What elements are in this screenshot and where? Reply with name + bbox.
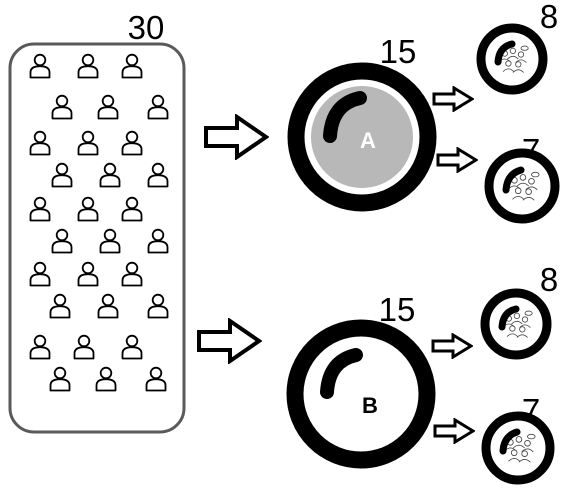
group-b-glare-icon bbox=[320, 348, 363, 399]
group-a-outcome-1-glare-icon bbox=[494, 40, 516, 66]
group-a-outcome-1: 8 bbox=[476, 0, 558, 95]
population-count-label: 30 bbox=[128, 9, 165, 46]
group-b-letter: B bbox=[362, 393, 378, 418]
group-a-glare-icon bbox=[323, 91, 367, 143]
population-outline bbox=[8, 42, 186, 434]
group-a-outcome-2-dish bbox=[484, 148, 560, 224]
group-b-outcome-1-dish bbox=[480, 288, 552, 360]
arrow-to-group-a-icon bbox=[204, 115, 268, 159]
group-a: 15 A bbox=[287, 33, 437, 212]
group-b-outcome-1-glare-icon bbox=[498, 305, 520, 331]
group-b-outcome-2: 7 bbox=[481, 392, 555, 485]
group-b-outcome-2-dish bbox=[481, 411, 555, 485]
arrow-to-group-b-icon bbox=[197, 319, 261, 363]
group-b-outcome-2-glare-icon bbox=[499, 428, 521, 455]
group-a-count-label: 15 bbox=[380, 33, 417, 70]
group-a-outcome-2: 7 bbox=[484, 132, 560, 224]
arrow-b-to-outcome-2-icon bbox=[433, 418, 475, 444]
arrow-b-to-outcome-1-icon bbox=[431, 333, 473, 359]
arrow-a-to-outcome-1-icon bbox=[432, 86, 474, 112]
group-b-outcome-1: 8 bbox=[480, 261, 558, 360]
arrow-a-to-outcome-2-icon bbox=[436, 147, 478, 173]
group-a-outcome-1-count: 8 bbox=[540, 0, 558, 35]
group-b-count-label: 15 bbox=[379, 291, 416, 328]
group-b: 15 B bbox=[286, 291, 436, 469]
group-a-outcome-1-dish bbox=[476, 23, 548, 95]
population-box: 30 bbox=[8, 9, 186, 434]
group-b-outcome-1-count: 8 bbox=[540, 261, 558, 298]
group-a-letter: A bbox=[360, 128, 376, 153]
group-a-outcome-2-glare-icon bbox=[502, 166, 525, 194]
